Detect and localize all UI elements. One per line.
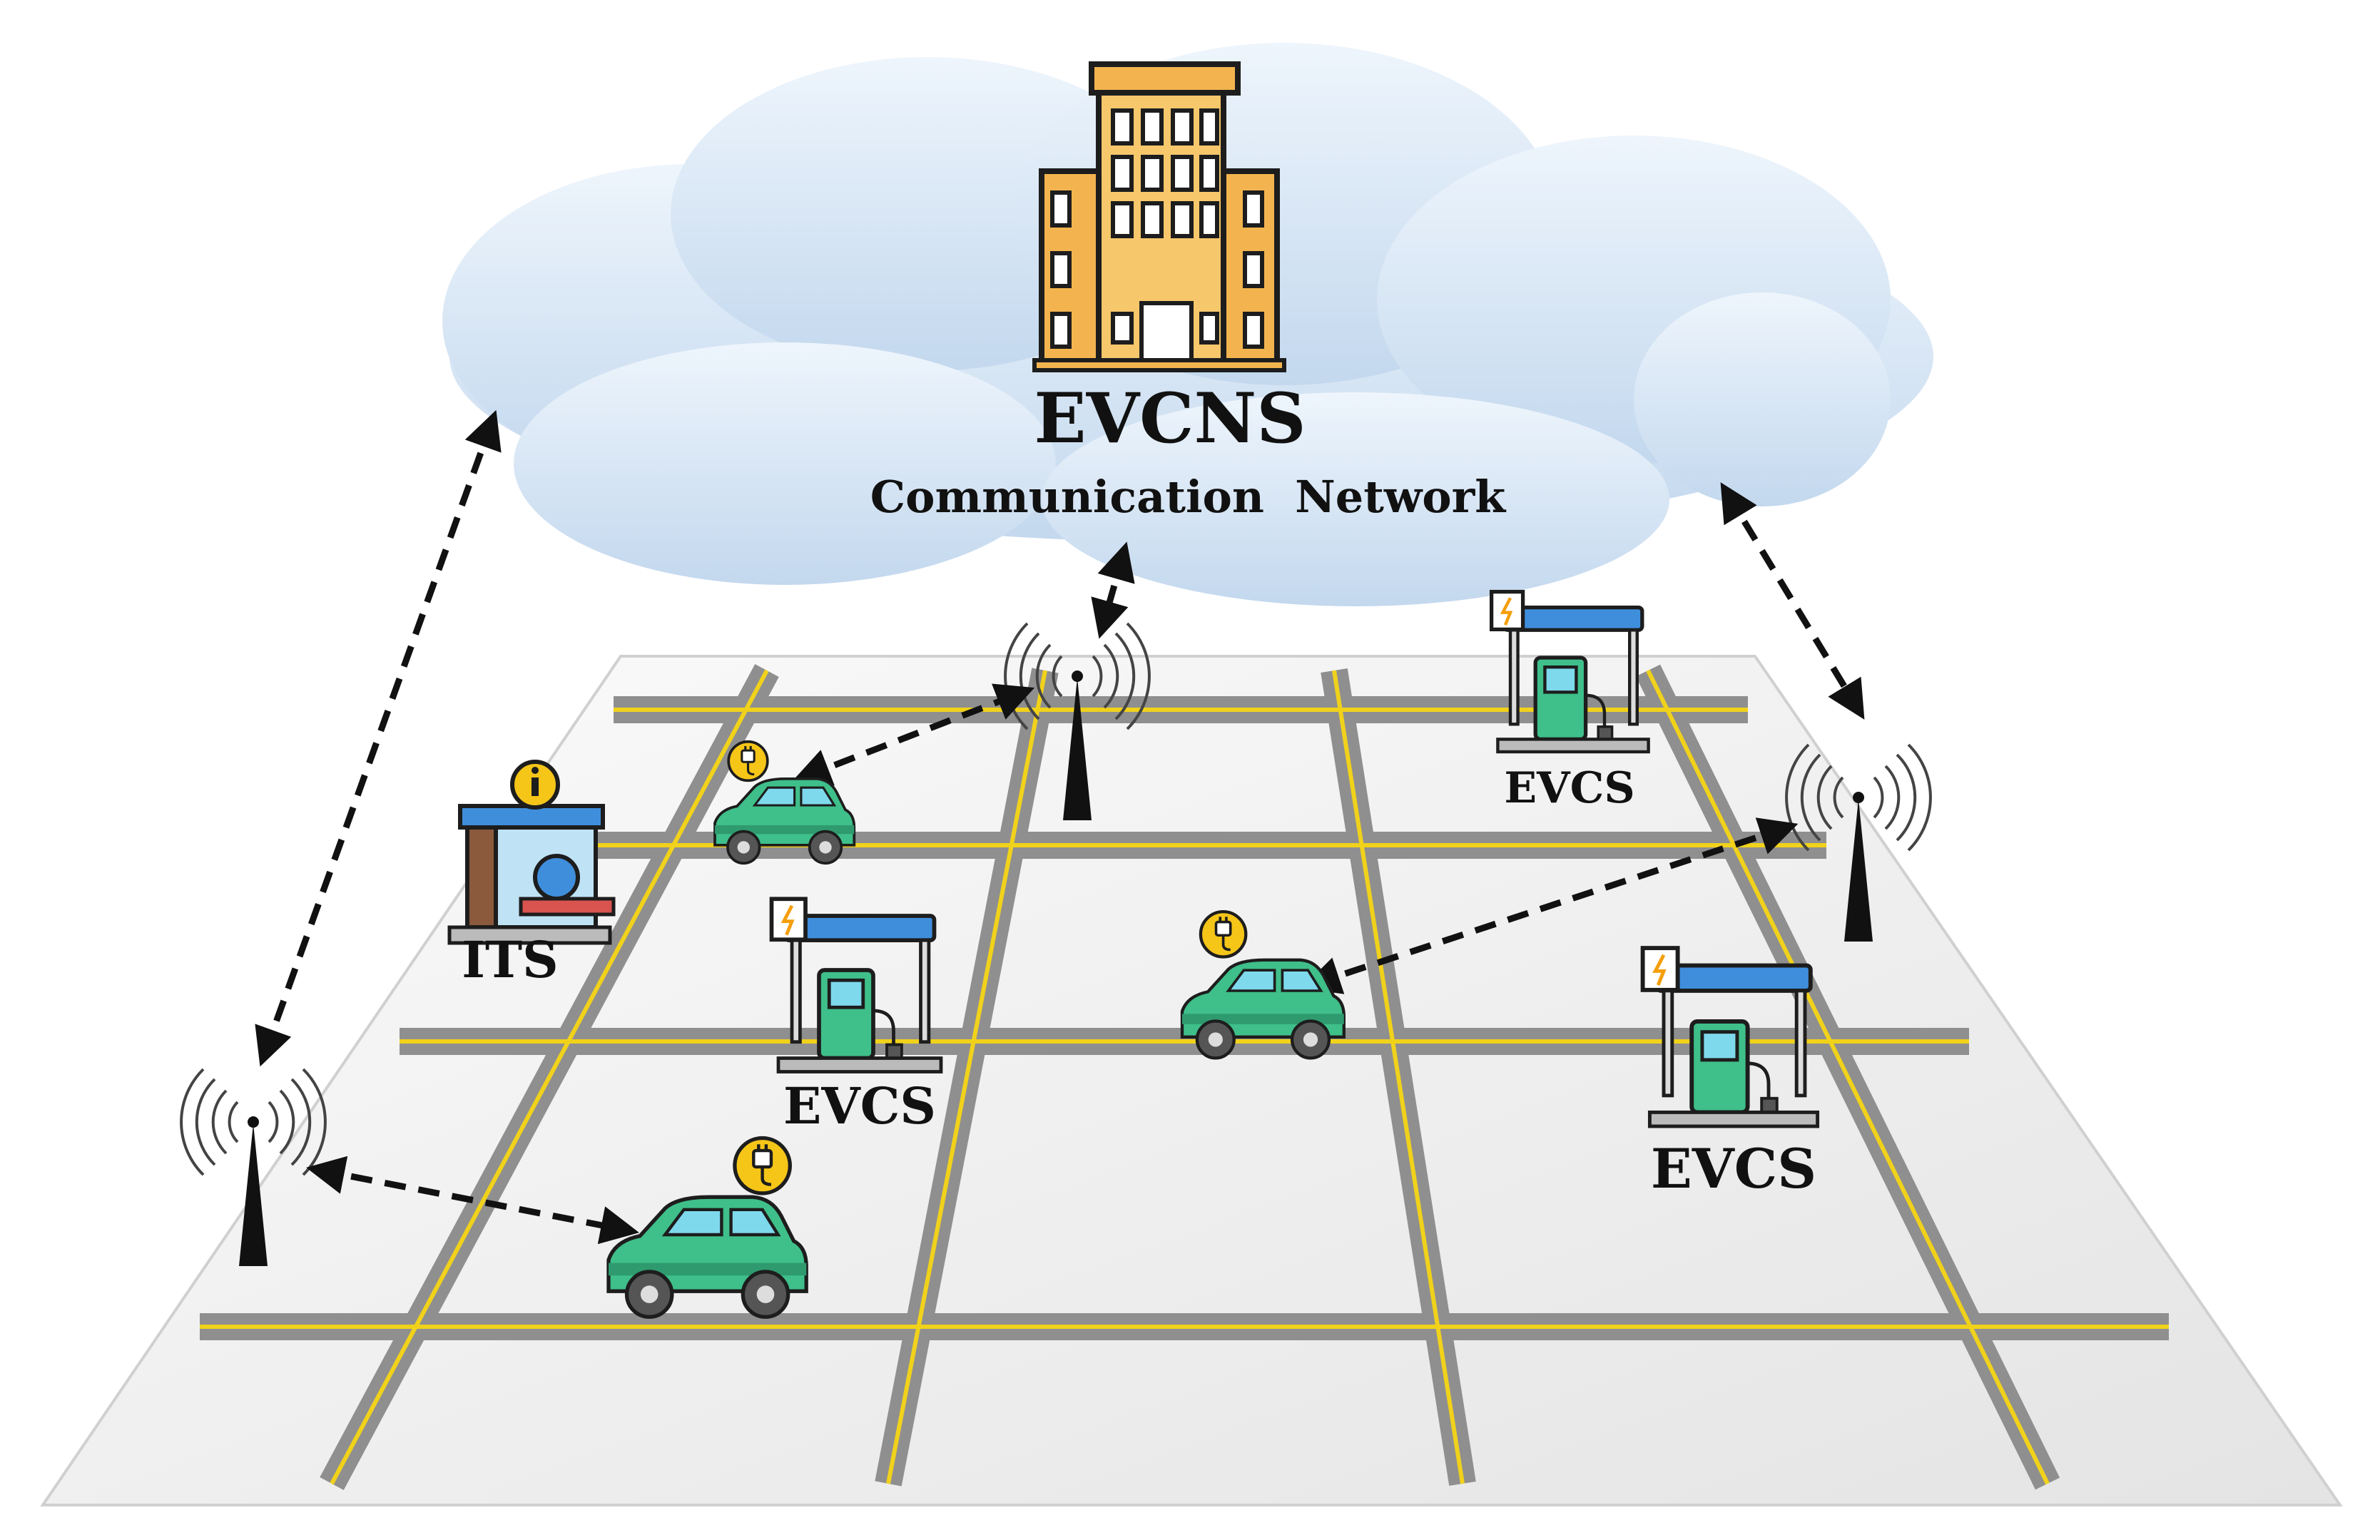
plug-badge-icon [735,1138,790,1193]
link-tower-center-cloud [1091,541,1135,639]
station-label: EVCS [1504,763,1634,813]
communication-links [255,409,1865,1245]
hq-subtitle: Communication Network [870,471,1507,523]
plug-badge-icon [1201,912,1246,957]
its-label: ITS [462,930,558,989]
info-kiosk-icon [447,760,616,945]
link-car1-tower-center [791,683,1035,786]
link-car4-tower-left [306,1156,639,1245]
plug-badge-icon [727,740,769,782]
cloud [442,43,1933,606]
link-car3-tower-right [1301,817,1799,994]
station-label: EVCS [1651,1137,1816,1200]
link-tower-right-cloud [1720,482,1865,720]
link-tower-left-cloud [255,409,502,1067]
building-icon [1032,61,1286,372]
station-label: EVCS [783,1076,936,1136]
hq-title: EVCNS [1034,378,1306,459]
